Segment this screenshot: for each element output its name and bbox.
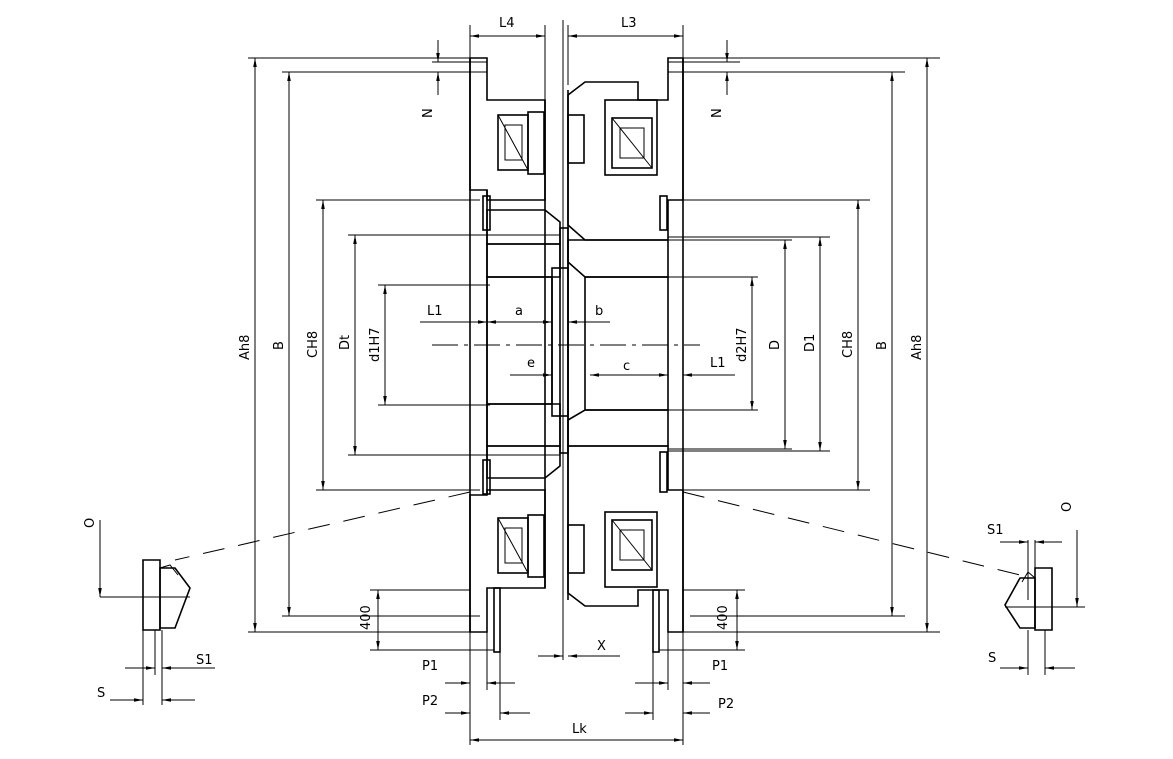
center-lines — [432, 20, 700, 660]
label-x: X — [597, 639, 606, 654]
detail-right — [682, 491, 1085, 675]
detail-left — [98, 491, 471, 705]
label-o-left: O — [83, 518, 98, 528]
label-o-right: O — [1060, 502, 1075, 512]
label-ah8-right: Ah8 — [910, 335, 925, 360]
label-l1-left: L1 — [427, 304, 443, 319]
label-400-left: 400 — [359, 605, 374, 630]
label-lk: Lk — [572, 722, 587, 737]
label-p1-right: P1 — [712, 659, 728, 674]
dimension-labels: L4 L3 N N Ah8 B CH8 Dt d1H7 d2H7 D D1 CH… — [83, 16, 1075, 737]
label-n-left: N — [421, 108, 436, 118]
label-d1h7: d1H7 — [368, 327, 383, 362]
label-p2-left: P2 — [422, 694, 438, 709]
label-s-right: S — [988, 651, 996, 666]
right-dimensions — [470, 25, 940, 745]
label-l3: L3 — [621, 16, 637, 31]
label-d2h7: d2H7 — [735, 327, 750, 362]
label-s-left: S — [97, 686, 105, 701]
label-p2-right: P2 — [718, 697, 734, 712]
label-e: e — [527, 356, 535, 371]
label-l4: L4 — [499, 16, 515, 31]
label-d: D — [768, 340, 783, 350]
label-a: a — [515, 304, 523, 319]
label-ch8-right: CH8 — [841, 331, 856, 358]
label-l1-right: L1 — [710, 356, 726, 371]
left-dimensions — [248, 25, 620, 745]
label-b-left: B — [272, 341, 287, 350]
label-ah8-left: Ah8 — [238, 335, 253, 360]
label-d1: D1 — [803, 334, 818, 352]
label-c: c — [623, 359, 630, 374]
label-s1-left: S1 — [196, 653, 213, 668]
mounting-bolts — [493, 587, 660, 653]
label-dt: Dt — [338, 335, 353, 350]
label-b-small: b — [595, 304, 603, 319]
label-n-right: N — [710, 108, 725, 118]
label-400-right: 400 — [716, 605, 731, 630]
label-b-right: B — [875, 341, 890, 350]
label-s1-right: S1 — [987, 523, 1004, 538]
label-p1-left: P1 — [422, 659, 438, 674]
label-ch8-left: CH8 — [306, 331, 321, 358]
